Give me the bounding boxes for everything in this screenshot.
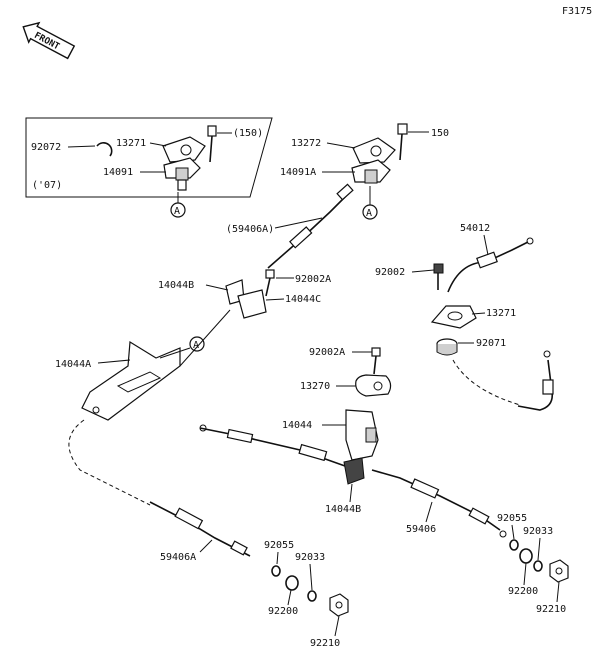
circlip-part (96, 142, 113, 157)
gasket-13270 (355, 374, 392, 397)
clamp-14044b-lower (343, 457, 365, 485)
label-92210-left: 92210 (310, 638, 340, 649)
front-arrow: FRONT (22, 21, 76, 60)
label-14091: 14091 (103, 167, 133, 178)
label-92200-right: 92200 (508, 586, 538, 597)
label-13270: 13270 (300, 381, 330, 392)
label-13272: 13272 (291, 138, 321, 149)
figure-code: F3175 (562, 6, 592, 17)
label-59406A: 59406A (160, 552, 196, 563)
ref-a-label: A (174, 206, 180, 217)
label-92033-right: 92033 (523, 526, 553, 537)
ref-a-label-3: A (193, 340, 199, 351)
label-59406: 59406 (406, 524, 436, 535)
label-92071: 92071 (476, 338, 506, 349)
inset-box (25, 117, 273, 198)
inset-year-note: ('07) (32, 180, 62, 191)
label-92072: 92072 (31, 142, 61, 153)
label-14091A: 14091A (280, 167, 316, 178)
ref-a-label-2: A (366, 208, 372, 219)
cable-54012 (447, 241, 529, 293)
label-92033-left: 92033 (295, 552, 325, 563)
plate-14044a (81, 340, 181, 421)
label-92055-right: 92055 (497, 513, 527, 524)
label-92002A-lower: 92002A (309, 347, 345, 358)
label-14044A: 14044A (55, 359, 91, 370)
upper-cable (267, 191, 351, 269)
label-92200-left: 92200 (268, 606, 298, 617)
label-13271-right: 13271 (486, 308, 516, 319)
label-92002A-upper: 92002A (295, 274, 331, 285)
label-92002: 92002 (375, 267, 405, 278)
gasket-part (162, 136, 206, 163)
label-150: 150 (431, 128, 449, 139)
label-14044B-lower: 14044B (325, 504, 361, 515)
ref-a-circle (170, 202, 186, 218)
label-59406A-paren: (59406A) (226, 224, 274, 235)
bracket-14044 (345, 409, 379, 461)
label-14044B-upper: 14044B (158, 280, 194, 291)
label-150-inset: (150) (233, 128, 263, 139)
label-14044C: 14044C (285, 294, 321, 305)
bracket-14044c (237, 289, 267, 319)
label-54012: 54012 (460, 223, 490, 234)
label-92055-left: 92055 (264, 540, 294, 551)
nut-left (329, 593, 349, 617)
label-13271-inset: 13271 (116, 138, 146, 149)
label-92210-right: 92210 (536, 604, 566, 615)
gasket-13271-right (430, 305, 477, 329)
nut-right (549, 559, 569, 583)
label-14044: 14044 (282, 420, 312, 431)
